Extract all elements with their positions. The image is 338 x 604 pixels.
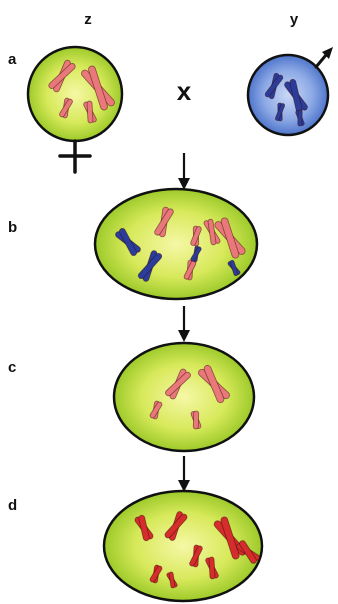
- row-label-d: d: [8, 497, 17, 514]
- parent-cell-female: [28, 47, 122, 141]
- cross-symbol: x: [177, 76, 192, 106]
- row-label-c: c: [8, 359, 16, 376]
- down-arrow-icon: [178, 306, 190, 342]
- row-label-b: b: [8, 219, 17, 236]
- segregant-cell: [114, 343, 254, 451]
- hybrid-cell: [95, 189, 257, 299]
- polyploid-cell: [104, 491, 262, 601]
- row-label-a: a: [8, 51, 17, 68]
- male-symbol-icon: [316, 47, 333, 67]
- parent-left-label: z: [84, 11, 92, 28]
- down-arrow-icon: [178, 456, 190, 492]
- female-symbol-icon: [60, 141, 90, 172]
- down-arrow-icon: [178, 153, 190, 190]
- parent-right-label: y: [290, 11, 299, 28]
